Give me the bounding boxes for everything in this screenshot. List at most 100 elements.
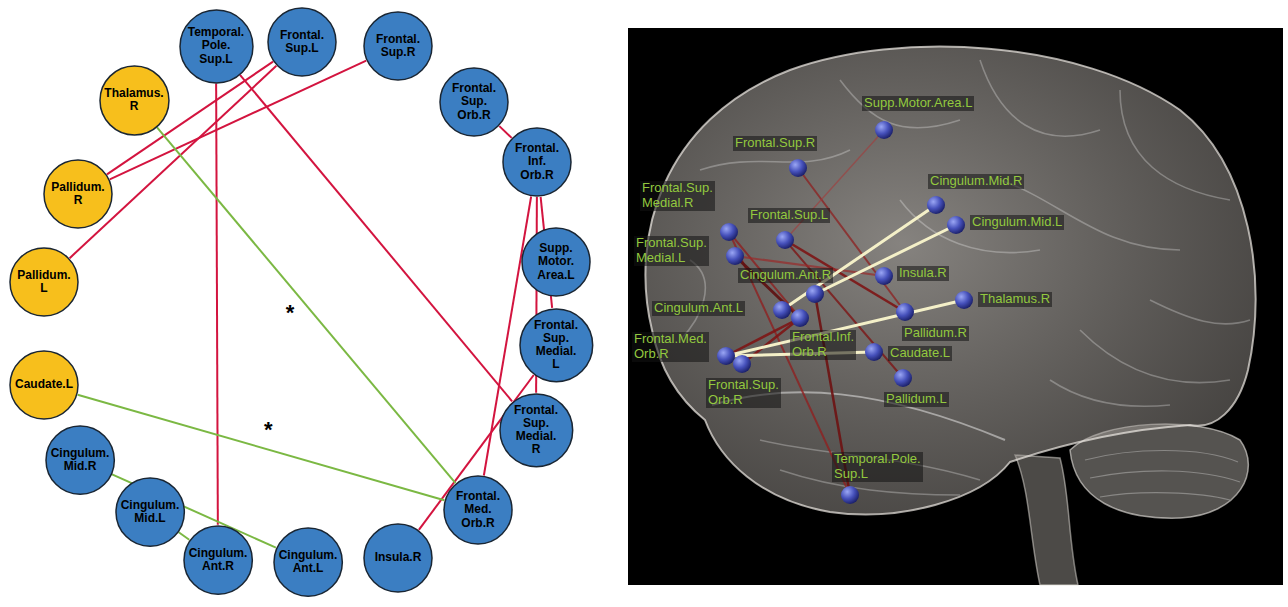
node-circle-shape — [364, 524, 432, 592]
region-name: Frontal. Sup.L — [280, 29, 324, 55]
region-name: Caudate.L — [15, 378, 73, 391]
region-node: Frontal. Inf. Orb.R — [502, 127, 572, 197]
region-sphere — [717, 347, 735, 365]
region-name: Pallidum. R — [51, 181, 104, 207]
render-background — [628, 28, 1283, 585]
region-label: Pallidum.R — [902, 326, 969, 341]
node-circle-shape — [503, 128, 571, 196]
node-circle-shape — [180, 10, 253, 83]
region-sphere — [875, 267, 893, 285]
region-label: Frontal.Sup.L — [748, 208, 830, 223]
region-label: Pallidum.L — [884, 392, 949, 407]
region-sphere — [726, 247, 744, 265]
cerebrum-outline — [645, 47, 1255, 515]
region-sphere — [927, 196, 945, 214]
node-circle-shape — [184, 526, 252, 594]
region-name: Frontal. Sup. Medial. L — [534, 319, 578, 372]
region-node: Supp. Motor. Area.L — [521, 227, 591, 297]
region-name: Cingulum. Ant.L — [279, 549, 338, 575]
node-circle-shape — [444, 476, 512, 544]
region-sphere — [894, 369, 912, 387]
region-node: Cingulum. Mid.L — [115, 477, 185, 547]
region-name: Pallidum. L — [17, 269, 70, 295]
brainstem — [1015, 455, 1078, 585]
region-name: Frontal. Sup. Orb.R — [452, 82, 496, 122]
connection-line — [179, 532, 190, 539]
region-sphere — [947, 216, 965, 234]
region-sphere — [896, 303, 914, 321]
connection-line — [70, 66, 277, 258]
region-label: Cingulum.Ant.R — [738, 268, 833, 283]
region-label: Cingulum.Mid.L — [970, 215, 1064, 230]
region-node: Frontal. Sup. Medial. L — [519, 308, 594, 383]
node-circle-shape — [440, 68, 508, 136]
region-sphere — [776, 231, 794, 249]
region-label: Temporal.Pole. Sup.L — [832, 452, 923, 482]
region-name: Frontal. Sup. Medial. R — [514, 404, 558, 457]
region-label: Insula.R — [897, 266, 949, 281]
region-label: Caudate.L — [888, 346, 952, 361]
node-circle-shape — [522, 228, 590, 296]
region-label: Cingulum.Ant.L — [652, 301, 745, 316]
region-node: Frontal. Med. Orb.R — [443, 475, 513, 545]
region-name: Frontal. Med. Orb.R — [456, 490, 500, 530]
region-label: Frontal.Sup. Medial.R — [640, 181, 715, 211]
cerebellum-folia — [1085, 451, 1240, 501]
region-label: Frontal.Sup. Orb.R — [706, 378, 781, 408]
connection-line — [815, 225, 956, 294]
region-name: Cingulum. Mid.R — [51, 447, 110, 473]
connection-line — [726, 318, 800, 356]
region-node: Insula.R — [363, 523, 433, 593]
region-sphere — [865, 343, 883, 361]
region-node: Frontal. Sup.L — [267, 7, 337, 77]
connection-line — [216, 83, 218, 524]
node-circle-shape — [46, 426, 114, 494]
region-node: Frontal. Sup. Orb.R — [439, 67, 509, 137]
region-node: Temporal. Pole. Sup.L — [179, 9, 254, 84]
region-name: Thalamus. R — [104, 87, 163, 113]
region-name: Temporal. Pole. Sup.L — [188, 26, 244, 66]
node-circle-shape — [268, 8, 336, 76]
region-name: Insula.R — [375, 551, 422, 564]
node-circle-shape — [100, 66, 169, 135]
region-sphere — [733, 355, 751, 373]
region-sphere — [789, 159, 807, 177]
region-sphere — [806, 285, 824, 303]
region-node: Frontal. Sup.R — [363, 11, 433, 81]
region-label: Cingulum.Mid.R — [928, 174, 1024, 189]
region-label: Thalamus.R — [978, 292, 1052, 307]
significance-mark: * — [284, 302, 297, 324]
region-sphere — [955, 291, 973, 309]
region-label: Frontal.Inf. Orb.R — [790, 330, 856, 360]
node-circle-shape — [116, 478, 184, 546]
region-node: Frontal. Sup. Medial. R — [499, 393, 574, 468]
connection-line — [499, 126, 511, 138]
connection-line — [798, 168, 905, 312]
region-sphere — [720, 223, 738, 241]
region-sphere — [773, 301, 791, 319]
region-name: Frontal. Inf. Orb.R — [515, 142, 559, 182]
region-name: Frontal. Sup.R — [376, 33, 420, 59]
region-label: Frontal.Sup.R — [733, 136, 817, 151]
region-sphere — [875, 121, 893, 139]
node-circle-shape — [44, 160, 112, 228]
node-circle-shape — [274, 528, 342, 596]
node-circle-shape — [364, 12, 432, 80]
region-label: Supp.Motor.Area.L — [862, 96, 974, 111]
region-node: Cingulum. Ant.L — [273, 527, 343, 597]
gyri — [680, 60, 1250, 495]
region-name: Cingulum. Mid.L — [121, 499, 180, 525]
significance-mark: * — [262, 419, 275, 441]
region-name: Supp. Motor. Area.L — [537, 242, 574, 282]
region-node: Thalamus. R — [99, 65, 170, 136]
node-circle-shape — [10, 248, 78, 316]
region-node: Pallidum. L — [9, 247, 79, 317]
node-circle-shape — [520, 309, 593, 382]
region-node: Caudate.L — [9, 350, 79, 420]
region-node: Cingulum. Mid.R — [45, 425, 115, 495]
node-circle-shape — [500, 394, 573, 467]
region-label: Frontal.Sup. Medial.L — [634, 236, 709, 266]
